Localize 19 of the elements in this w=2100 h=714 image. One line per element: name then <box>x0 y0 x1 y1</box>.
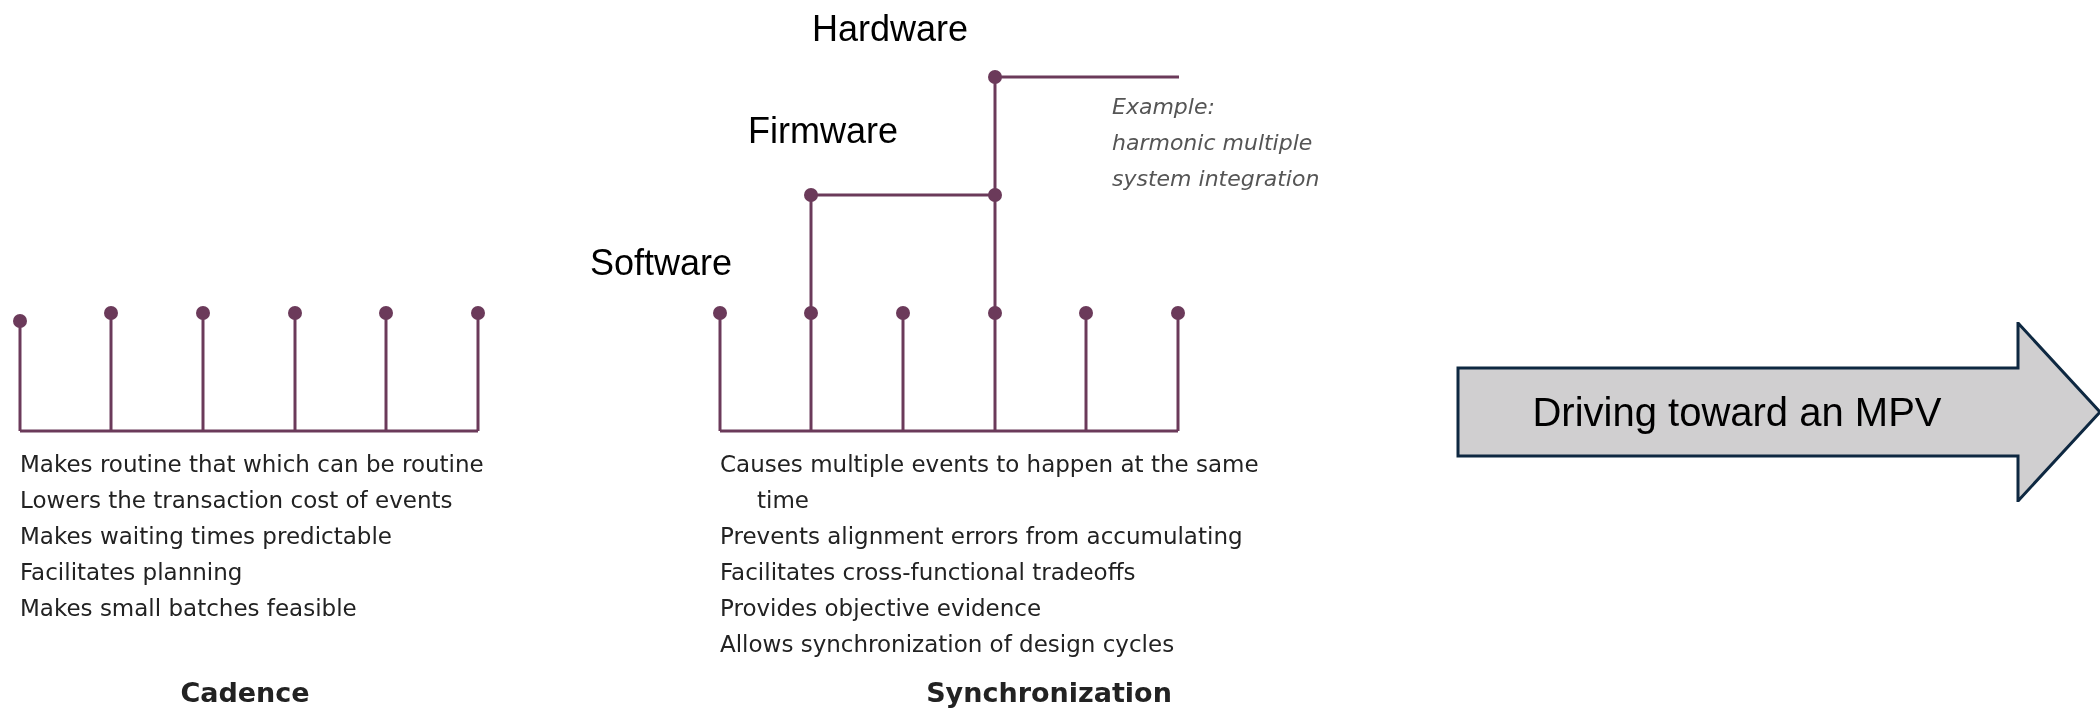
benefit-text: Provides objective evidence <box>720 594 1042 623</box>
benefit-text: Facilitates planning <box>20 558 243 587</box>
benefit-text: Causes multiple events to happen at the same time <box>720 450 1260 515</box>
benefit-text: Prevents alignment errors from accumulating <box>720 522 1243 551</box>
arrow-label: Driving toward an MPV <box>1531 388 1943 436</box>
arrow-shape <box>1456 322 2100 502</box>
layer-label: Software <box>589 242 733 284</box>
example-note: Example: <box>1112 93 1215 121</box>
benefit-text: Makes routine that which can be routine <box>20 450 484 479</box>
section-heading: Cadence <box>180 677 310 708</box>
layer-label: Firmware <box>748 110 898 152</box>
layer-label: Hardware <box>811 8 969 50</box>
benefit-text: Makes small batches feasible <box>20 594 357 623</box>
benefit-text: Facilitates cross-functional tradeoffs <box>720 558 1136 587</box>
section-heading: Synchronization <box>926 677 1172 708</box>
benefit-text: Allows synchronization of design cycles <box>720 630 1175 659</box>
benefit-text: Lowers the transaction cost of events <box>20 486 453 515</box>
benefit-text: Makes waiting times predictable <box>20 522 392 551</box>
example-note: harmonic multiple system integration <box>1112 129 1321 193</box>
